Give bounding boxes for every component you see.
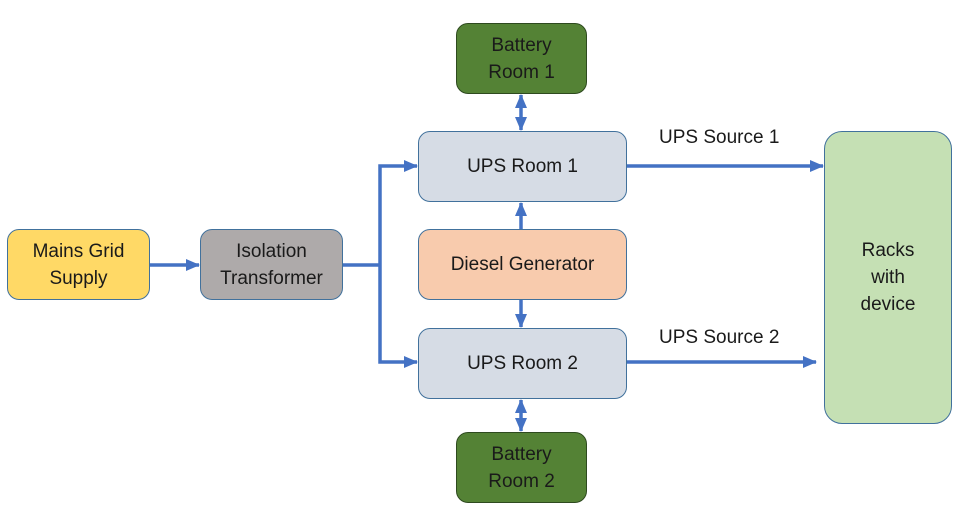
- diesel-generator-node: Diesel Generator: [418, 229, 627, 300]
- ups-room-2-label: UPS Room 2: [467, 353, 578, 374]
- mains-grid-supply-label: Mains Grid Supply: [32, 240, 125, 289]
- battery-room-2-label: Battery Room 2: [488, 443, 555, 492]
- battery-room-1-node: Battery Room 1: [456, 23, 587, 94]
- ups-room-1-node: UPS Room 1: [418, 131, 627, 202]
- isolation-transformer-node: Isolation Transformer: [200, 229, 343, 300]
- diesel-generator-label: Diesel Generator: [450, 254, 595, 275]
- ups-room-2-node: UPS Room 2: [418, 328, 627, 399]
- ups-room-1-label: UPS Room 1: [467, 156, 578, 177]
- ups-source-1-label: UPS Source 1: [659, 127, 780, 148]
- edge-isolation-ups1: [378, 160, 418, 265]
- racks-with-device-label: Racks with device: [860, 240, 916, 315]
- isolation-transformer-label: Isolation Transformer: [220, 240, 323, 289]
- mains-grid-supply-node: Mains Grid Supply: [7, 229, 150, 300]
- ups-source-2-label: UPS Source 2: [659, 327, 780, 348]
- edge-isolation-ups2: [378, 265, 418, 368]
- racks-with-device-node: Racks with device: [824, 131, 952, 424]
- battery-room-2-node: Battery Room 2: [456, 432, 587, 503]
- battery-room-1-label: Battery Room 1: [488, 34, 555, 83]
